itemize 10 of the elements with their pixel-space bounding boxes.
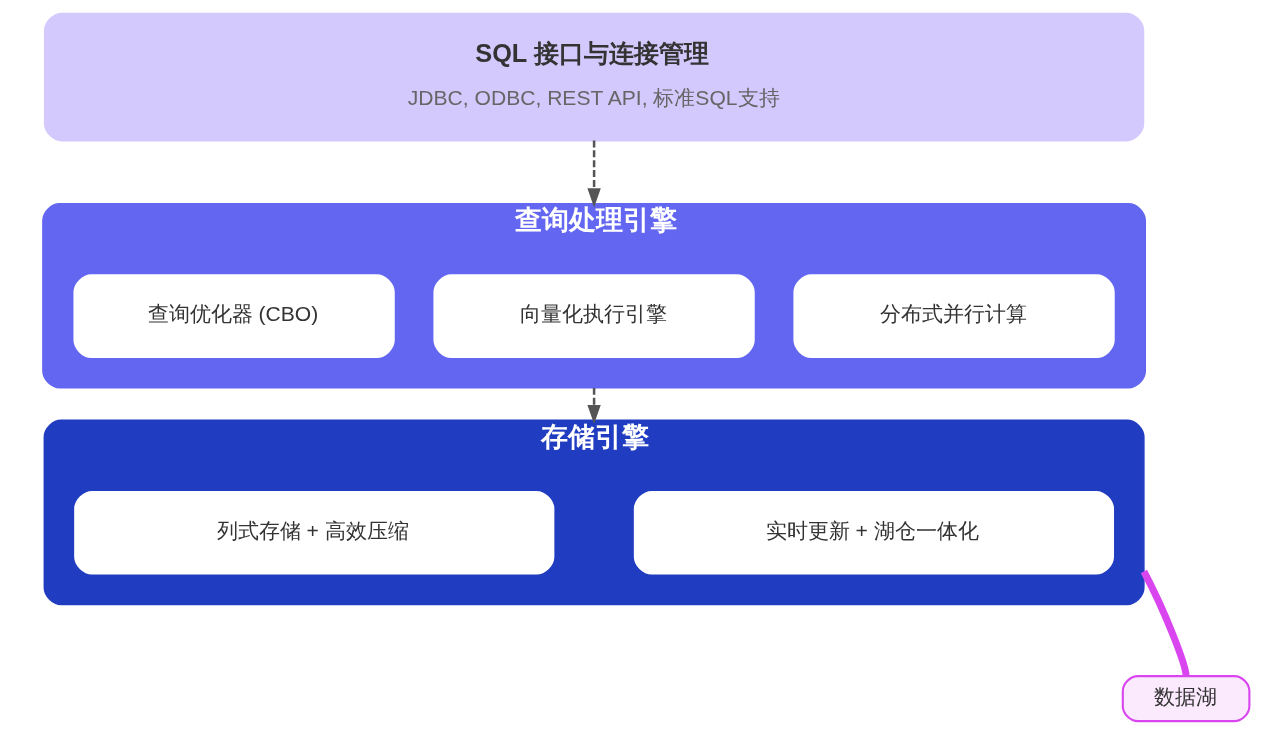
connector	[1140, 569, 1190, 677]
node-box: 实时更新 + 湖仓一体化	[633, 490, 1114, 575]
node-box: 数据湖	[1121, 675, 1250, 723]
node-box: 查询优化器 (CBO)	[72, 274, 395, 358]
node-box: 分布式并行计算	[792, 274, 1115, 358]
node-box: 列式存储 + 高效压缩	[73, 490, 554, 575]
arrow	[586, 387, 601, 425]
node-box: 向量化执行引擎	[432, 274, 755, 358]
arrow	[586, 140, 601, 208]
node-box: SQL 接口与连接管理 JDBC, ODBC, REST API, 标准SQL支持	[43, 12, 1144, 142]
